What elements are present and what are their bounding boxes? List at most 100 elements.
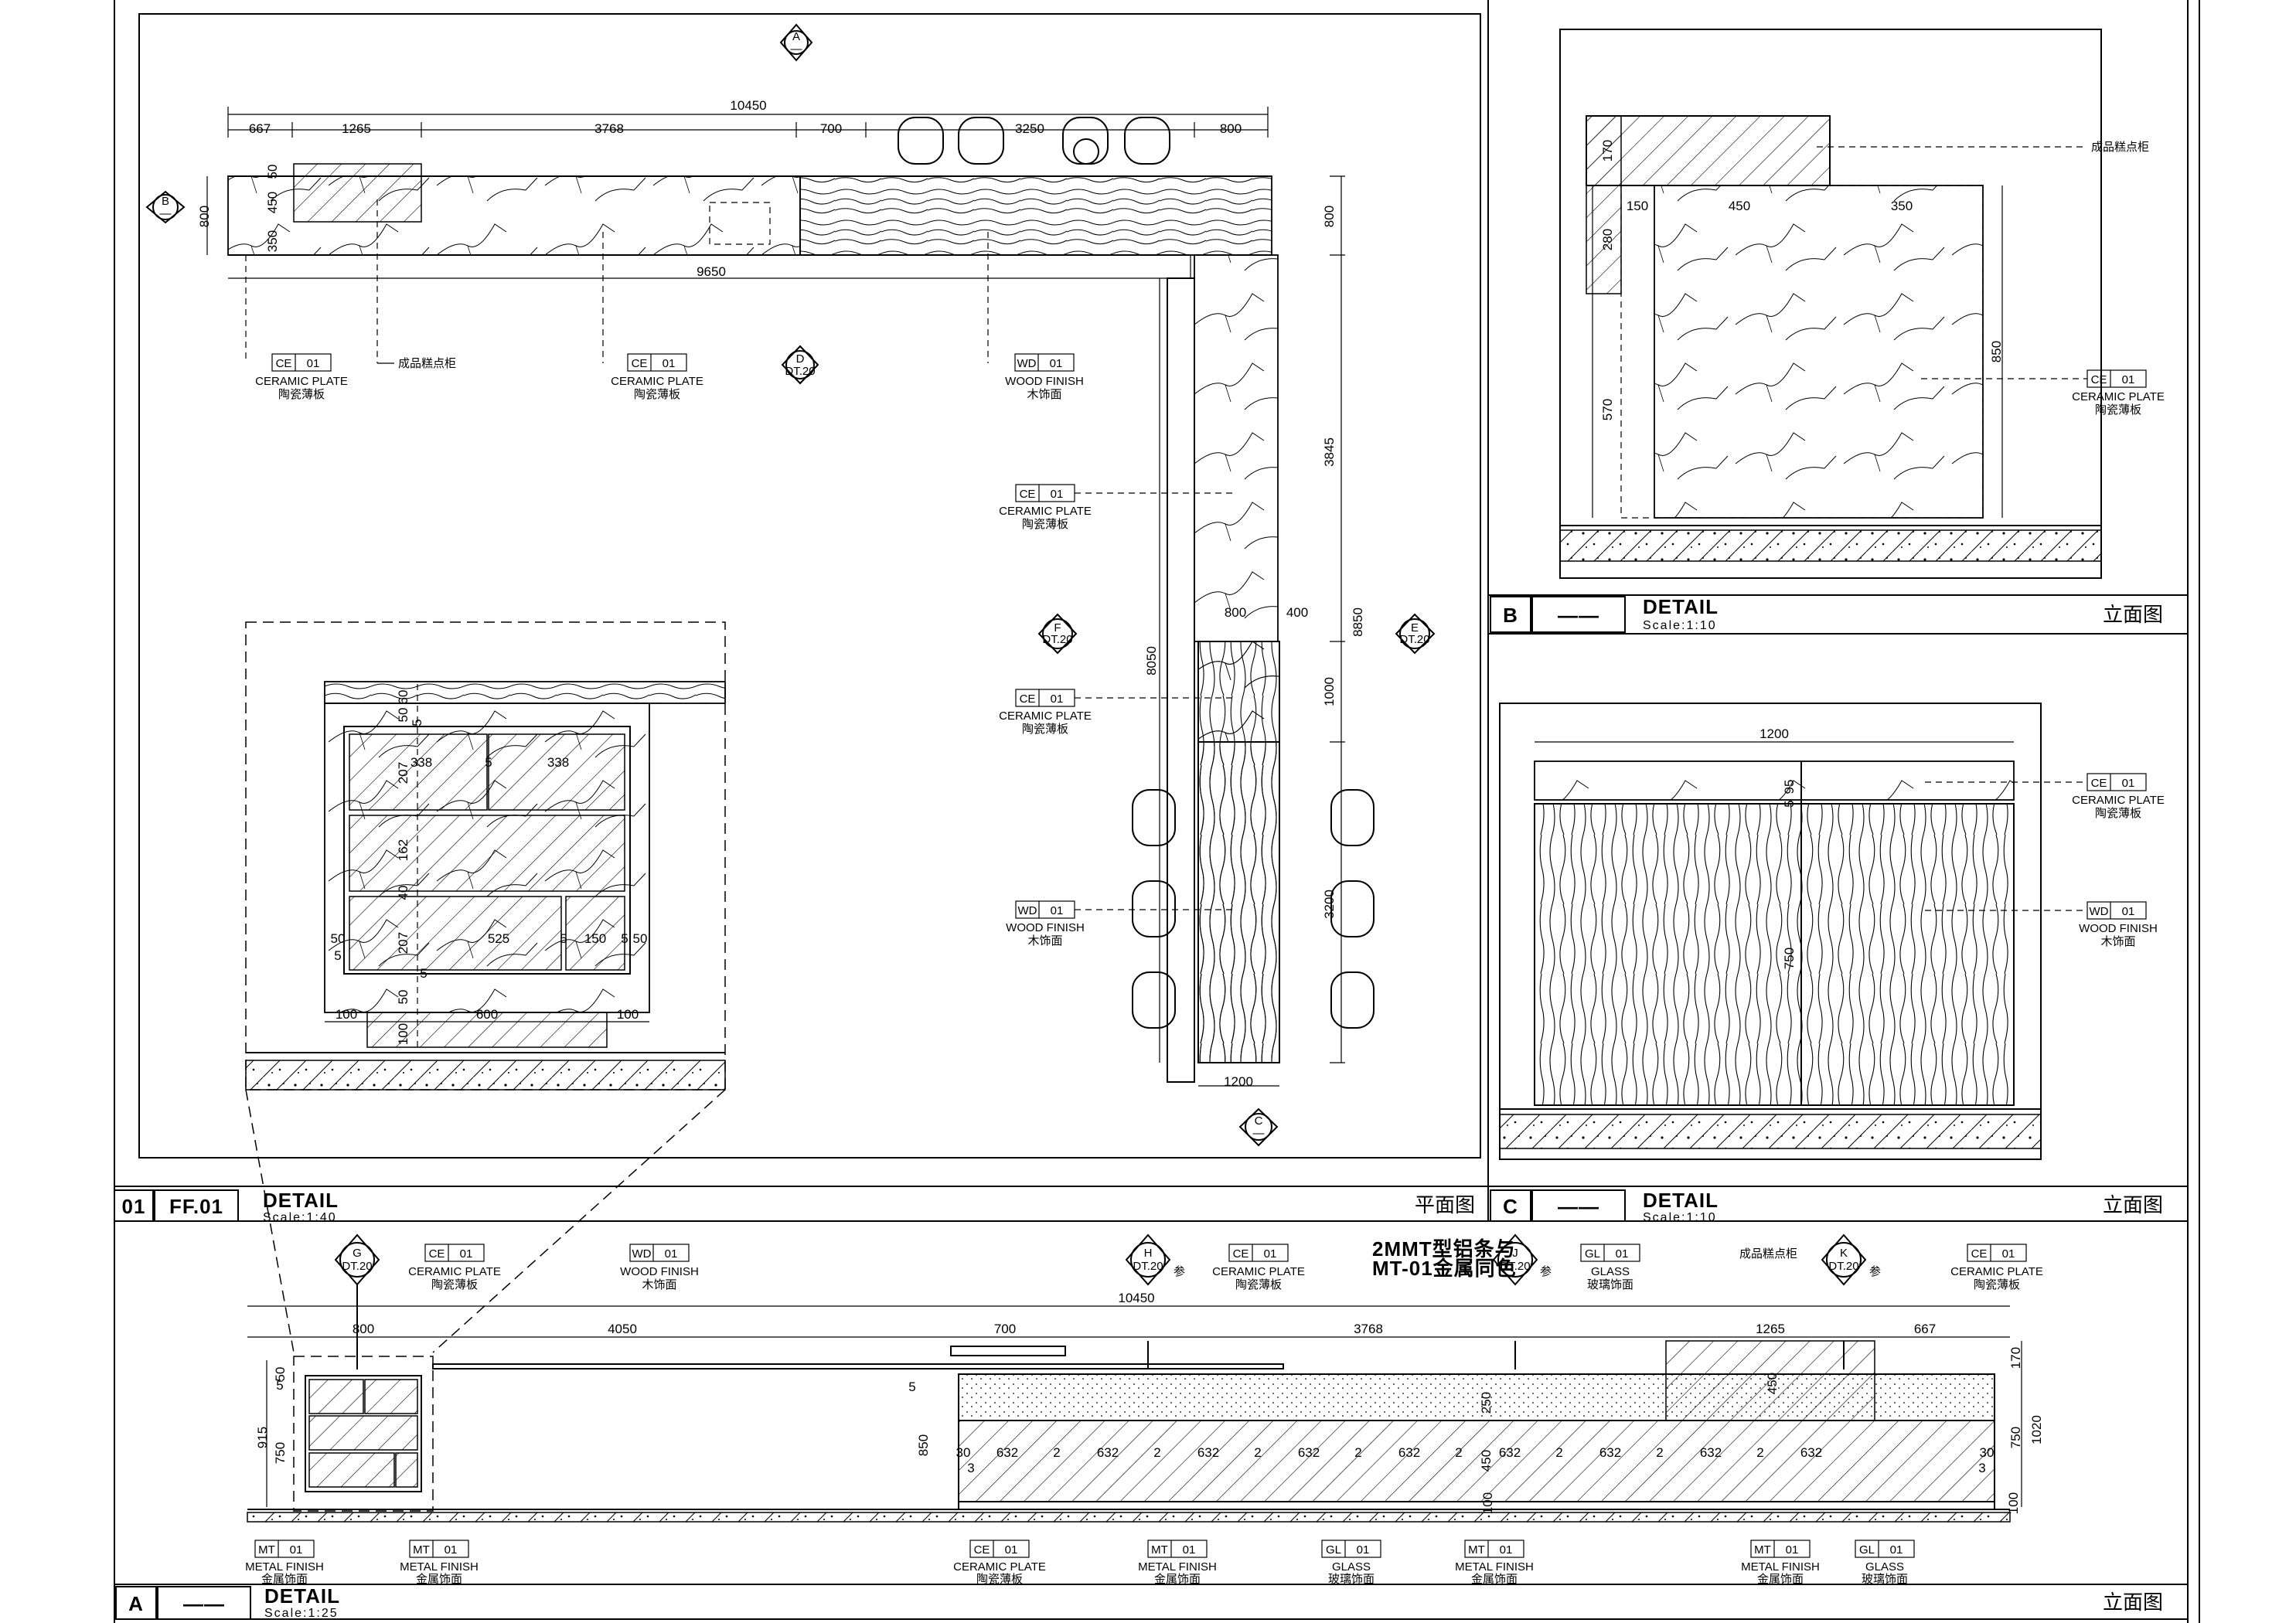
svg-text:成品糕点柜: 成品糕点柜 [2091, 141, 2149, 154]
svg-text:2: 2 [1254, 1445, 1261, 1460]
svg-text:5: 5 [485, 755, 492, 770]
svg-text:2: 2 [1555, 1445, 1562, 1460]
svg-text:632: 632 [1599, 1445, 1621, 1460]
svg-text:—: — [791, 43, 802, 56]
svg-text:金属饰面: 金属饰面 [1154, 1573, 1201, 1586]
plan-chairs-top [898, 117, 1170, 165]
svg-text:01: 01 [1050, 357, 1063, 370]
svg-text:GLASS: GLASS [1332, 1560, 1371, 1574]
svg-text:280: 280 [1600, 229, 1615, 250]
svg-text:01: 01 [1051, 904, 1064, 917]
svg-text:10450: 10450 [1118, 1291, 1154, 1305]
svg-text:GLASS: GLASS [1865, 1560, 1904, 1574]
plan-dim-667: 667 [249, 121, 271, 136]
svg-text:陶瓷薄板: 陶瓷薄板 [431, 1278, 478, 1291]
plan-view: 10450 667 1265 3768 700 3250 800 9650 80… [145, 23, 1436, 1147]
svg-text:5: 5 [621, 931, 628, 946]
section-mark-j[interactable]: J DT.20 参 [1492, 1233, 1552, 1370]
c-tag-wd: WD 01 WOOD FINISH 木饰面 [1925, 901, 2158, 948]
c-type: 立面图 [2103, 1193, 2163, 1216]
plan-num: 01 [122, 1195, 146, 1218]
a-tag-ce-top-3: CE 01 CERAMIC PLATE 陶瓷薄板 [1950, 1244, 2043, 1291]
svg-text:玻璃饰面: 玻璃饰面 [1587, 1278, 1633, 1291]
svg-text:632: 632 [996, 1445, 1018, 1460]
svg-text:632: 632 [1499, 1445, 1521, 1460]
plan-dim-9650: 9650 [697, 264, 726, 279]
svg-text:CE: CE [1020, 488, 1036, 501]
c-ceramic-top [1534, 760, 2015, 801]
svg-text:01: 01 [1264, 1247, 1277, 1261]
svg-text:WD: WD [2090, 905, 2109, 918]
section-mark-c[interactable]: C — [1238, 1108, 1279, 1147]
svg-text:170: 170 [1600, 140, 1615, 162]
section-mark-b[interactable]: B — [145, 190, 186, 224]
a-title: DETAIL [264, 1584, 340, 1608]
svg-text:CERAMIC PLATE: CERAMIC PLATE [255, 375, 348, 388]
svg-text:30: 30 [956, 1445, 971, 1460]
svg-text:DT.20: DT.20 [785, 365, 815, 378]
detail-dim-150: 150 [584, 931, 606, 946]
plan-leg-marble-top [1194, 254, 1279, 642]
svg-text:陶瓷薄板: 陶瓷薄板 [1022, 722, 1068, 736]
plan-tag-ce-4: CE 01 CERAMIC PLATE 陶瓷薄板 [999, 689, 1237, 736]
a-tag-mt-4: MT 01 METAL FINISH 金属饰面 [1455, 1540, 1534, 1586]
svg-text:01: 01 [663, 357, 676, 370]
a-type: 立面图 [2103, 1591, 2163, 1614]
section-mark-k[interactable]: K DT.20 参 [1821, 1233, 1881, 1370]
svg-text:CERAMIC PLATE: CERAMIC PLATE [2072, 390, 2165, 403]
plan-tag-ce-1: CE 01 CERAMIC PLATE 陶瓷薄板 [245, 255, 348, 401]
svg-text:MT: MT [413, 1543, 430, 1557]
svg-text:01: 01 [1051, 692, 1064, 706]
svg-text:95: 95 [1782, 780, 1797, 794]
c-ref: —— [1558, 1195, 1599, 1218]
svg-text:632: 632 [1298, 1445, 1320, 1460]
section-mark-g[interactable]: G DT.20 [334, 1233, 380, 1370]
c-title: DETAIL [1643, 1189, 1719, 1212]
svg-text:700: 700 [994, 1322, 1016, 1336]
svg-text:DT.20: DT.20 [1133, 1260, 1163, 1273]
section-mark-d[interactable]: D DT.20 [781, 345, 819, 385]
a-tag-mt-3: MT 01 METAL FINISH 金属饰面 [1138, 1540, 1217, 1586]
c-num: C [1503, 1195, 1518, 1218]
svg-text:E: E [1411, 621, 1419, 635]
svg-text:CERAMIC PLATE: CERAMIC PLATE [999, 709, 1092, 723]
plan-dim-8050: 8050 [1144, 646, 1159, 675]
plan-note-cabinet: 成品糕点柜 [376, 199, 456, 370]
a-num: A [128, 1592, 144, 1615]
svg-text:01: 01 [1357, 1543, 1370, 1557]
svg-text:5: 5 [276, 1378, 283, 1393]
svg-text:632: 632 [1700, 1445, 1722, 1460]
b-type: 立面图 [2103, 603, 2163, 626]
svg-text:CE: CE [429, 1247, 445, 1261]
svg-text:4050: 4050 [608, 1322, 637, 1336]
a-scale: Scale:1:25 [264, 1607, 339, 1620]
section-mark-h[interactable]: H DT.20 参 [1125, 1233, 1185, 1370]
svg-text:450: 450 [1479, 1450, 1494, 1472]
svg-text:350: 350 [1891, 199, 1913, 213]
svg-text:2MMT型铝条与: 2MMT型铝条与 [1372, 1237, 1516, 1261]
section-mark-e[interactable]: E DT.20 [1395, 613, 1436, 655]
svg-text:MT: MT [258, 1543, 275, 1557]
svg-text:01: 01 [1051, 488, 1064, 501]
section-mark-f[interactable]: F DT.20 [1037, 613, 1078, 655]
plan-tag-ce-3: CE 01 CERAMIC PLATE 陶瓷薄板 [999, 484, 1237, 531]
svg-text:CERAMIC PLATE: CERAMIC PLATE [408, 1265, 501, 1278]
svg-text:CE: CE [1971, 1247, 1988, 1261]
elevation-a: 10450 800 4050 700 3768 1265 667 632 2 6… [245, 1233, 2044, 1586]
svg-text:DT.20: DT.20 [1828, 1260, 1858, 1273]
svg-text:50: 50 [396, 990, 410, 1005]
section-mark-a[interactable]: A — [779, 23, 813, 62]
svg-text:D: D [796, 352, 805, 366]
a-tag-gl-top: GL 01 GLASS 玻璃饰面 [1580, 1244, 1640, 1291]
a-tag-ce-top-1: CE 01 CERAMIC PLATE 陶瓷薄板 [408, 1244, 501, 1291]
svg-text:—: — [160, 207, 172, 220]
svg-text:木饰面: 木饰面 [1027, 934, 1062, 948]
svg-text:915: 915 [255, 1427, 270, 1448]
svg-text:01: 01 [1786, 1543, 1799, 1557]
svg-text:850: 850 [1989, 341, 2004, 362]
svg-text:01: 01 [2122, 905, 2135, 918]
svg-text:01: 01 [1616, 1247, 1629, 1261]
svg-text:CE: CE [1233, 1247, 1249, 1261]
plan-dim-3768: 3768 [594, 121, 624, 136]
